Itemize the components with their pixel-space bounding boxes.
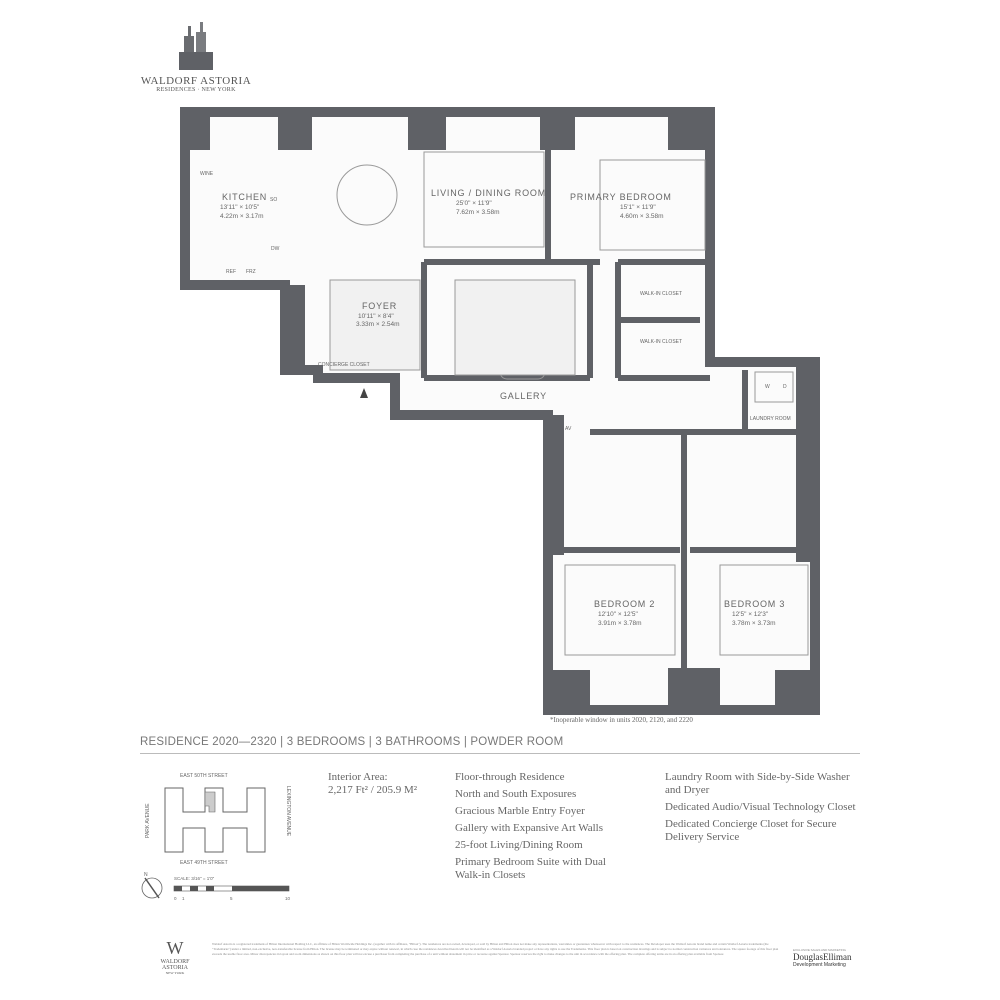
building-logo-icon — [179, 22, 213, 70]
feature-item: North and South Exposures — [455, 788, 577, 800]
dw-label: DW — [271, 246, 280, 252]
interior-walls — [421, 150, 796, 670]
foyer-dim-metric: 3.33m × 2.54m — [356, 321, 400, 328]
scale-label: SCALE: 3/16" = 1'0" — [174, 876, 215, 881]
feature-item: Dedicated Audio/Visual Technology Closet — [665, 801, 856, 813]
keyplan-east: LEXINGTON AVENUE — [285, 786, 291, 837]
keyplan-unit-highlight — [204, 791, 216, 813]
legal-disclaimer: Waldorf Astoria is a registered trademar… — [212, 942, 779, 956]
feature-item: Laundry Room with Side-by-Side Washer an… — [665, 771, 850, 796]
wa-monogram-icon: W — [166, 938, 184, 958]
primary-dim-imperial: 15'1" × 11'9" — [620, 204, 656, 211]
frz-label: FRZ — [246, 269, 256, 275]
features-list-2: Laundry Room with Side-by-Side Washer an… — [665, 771, 860, 848]
key-plan: EAST 50TH STREET EAST 49TH STREET PARK A… — [145, 773, 291, 866]
bedroom3-label: BEDROOM 3 — [724, 599, 785, 609]
ref-label: REF — [226, 269, 236, 275]
foyer-dim-imperial: 10'11" × 8'4" — [358, 313, 394, 320]
feature-item: Gallery with Expansive Art Walls — [455, 822, 603, 834]
entry-arrow-icon — [360, 388, 368, 398]
interior-area-value: 2,217 Ft² / 205.9 M² — [328, 784, 418, 796]
so-label: SO — [270, 197, 277, 203]
svg-text:10: 10 — [285, 896, 291, 901]
dryer-label: D — [783, 384, 787, 390]
bedroom3-dim-metric: 3.78m × 3.73m — [732, 620, 776, 627]
marketing-logo: EXCLUSIVE SALES AND MARKETING DouglasEll… — [793, 948, 873, 968]
feature-item: Gracious Marble Entry Foyer — [455, 805, 585, 817]
kitchen-dim-metric: 4.22m × 3.17m — [220, 213, 264, 220]
svg-text:1: 1 — [182, 896, 185, 901]
keyplan-west: PARK AVENUE — [145, 803, 151, 838]
north-arrow-icon — [141, 877, 163, 899]
brand-subtitle: RESIDENCES · NEW YORK — [156, 87, 236, 93]
keyplan-south: EAST 49TH STREET — [180, 860, 228, 866]
svg-text:N: N — [144, 872, 148, 878]
primary-bedroom-label: PRIMARY BEDROOM — [570, 192, 672, 202]
marketing-label: EXCLUSIVE SALES AND MARKETING — [793, 948, 847, 952]
brand-logo: WALDORF ASTORIA RESIDENCES · NEW YORK — [140, 22, 252, 93]
living-dim-metric: 7.62m × 3.58m — [456, 209, 500, 216]
features-list-1: Floor-through Residence North and South … — [455, 771, 635, 886]
kitchen-dim-imperial: 13'11" × 10'5" — [220, 204, 260, 211]
av-closet-label: AV — [565, 426, 572, 432]
feature-item: Primary Bedroom Suite with Dual Walk-in … — [455, 856, 606, 881]
feature-item: Dedicated Concierge Closet for Secure De… — [665, 818, 837, 843]
bedroom3-dim-imperial: 12'5" × 12'3" — [732, 611, 769, 618]
interior-area: Interior Area: 2,217 Ft² / 205.9 M² — [328, 771, 417, 797]
foyer-label: FOYER — [362, 301, 397, 311]
brand-title: WALDORF ASTORIA — [140, 75, 252, 87]
feature-item: 25-foot Living/Dining Room — [455, 839, 583, 851]
keyplan-north: EAST 50TH STREET — [180, 773, 228, 779]
laundry-label: LAUNDRY ROOM — [750, 416, 791, 422]
living-label: LIVING / DINING ROOM — [431, 188, 546, 198]
interior-area-label: Interior Area: — [328, 771, 388, 783]
marketing-name: DouglasElliman — [793, 952, 852, 962]
residence-summary: RESIDENCE 2020—2320 | 3 BEDROOMS | 3 BAT… — [140, 736, 564, 748]
divider — [140, 753, 860, 754]
footer-logo-title: WALDORF ASTORIA — [160, 959, 190, 971]
washer-label: W — [765, 384, 770, 390]
primary-dim-metric: 4.60m × 3.58m — [620, 213, 664, 220]
footer-logo: W WALDORF ASTORIA NEW YORK — [150, 938, 200, 975]
walkin-closet-2-label: WALK-IN CLOSET — [640, 339, 682, 345]
bedroom2-label: BEDROOM 2 — [594, 599, 655, 609]
bedroom2-dim-imperial: 12'10" × 12'5" — [598, 611, 639, 618]
furniture — [329, 151, 809, 656]
gallery-label: GALLERY — [500, 391, 547, 401]
columns — [185, 112, 815, 710]
svg-text:0: 0 — [174, 896, 177, 901]
walkin-closet-1-label: WALK-IN CLOSET — [640, 291, 682, 297]
marketing-sub: Development Marketing — [793, 962, 846, 968]
scale-bar: N SCALE: 3/16" = 1'0" 0 1 5 10 — [141, 872, 291, 901]
floor-plan: KITCHEN 13'11" × 10'5" 4.22m × 3.17m WIN… — [180, 107, 820, 724]
kitchen-label: KITCHEN — [222, 192, 267, 202]
wine-label: WINE — [200, 171, 214, 177]
svg-text:5: 5 — [230, 896, 233, 901]
living-dim-imperial: 25'0" × 11'9" — [456, 200, 492, 207]
feature-item: Floor-through Residence — [455, 771, 565, 783]
window-note: *Inoperable window in units 2020, 2120, … — [550, 716, 693, 724]
concierge-label: CONCIERGE CLOSET — [318, 362, 370, 368]
footer-logo-sub: NEW YORK — [165, 971, 185, 975]
bedroom2-dim-metric: 3.91m × 3.78m — [598, 620, 642, 627]
